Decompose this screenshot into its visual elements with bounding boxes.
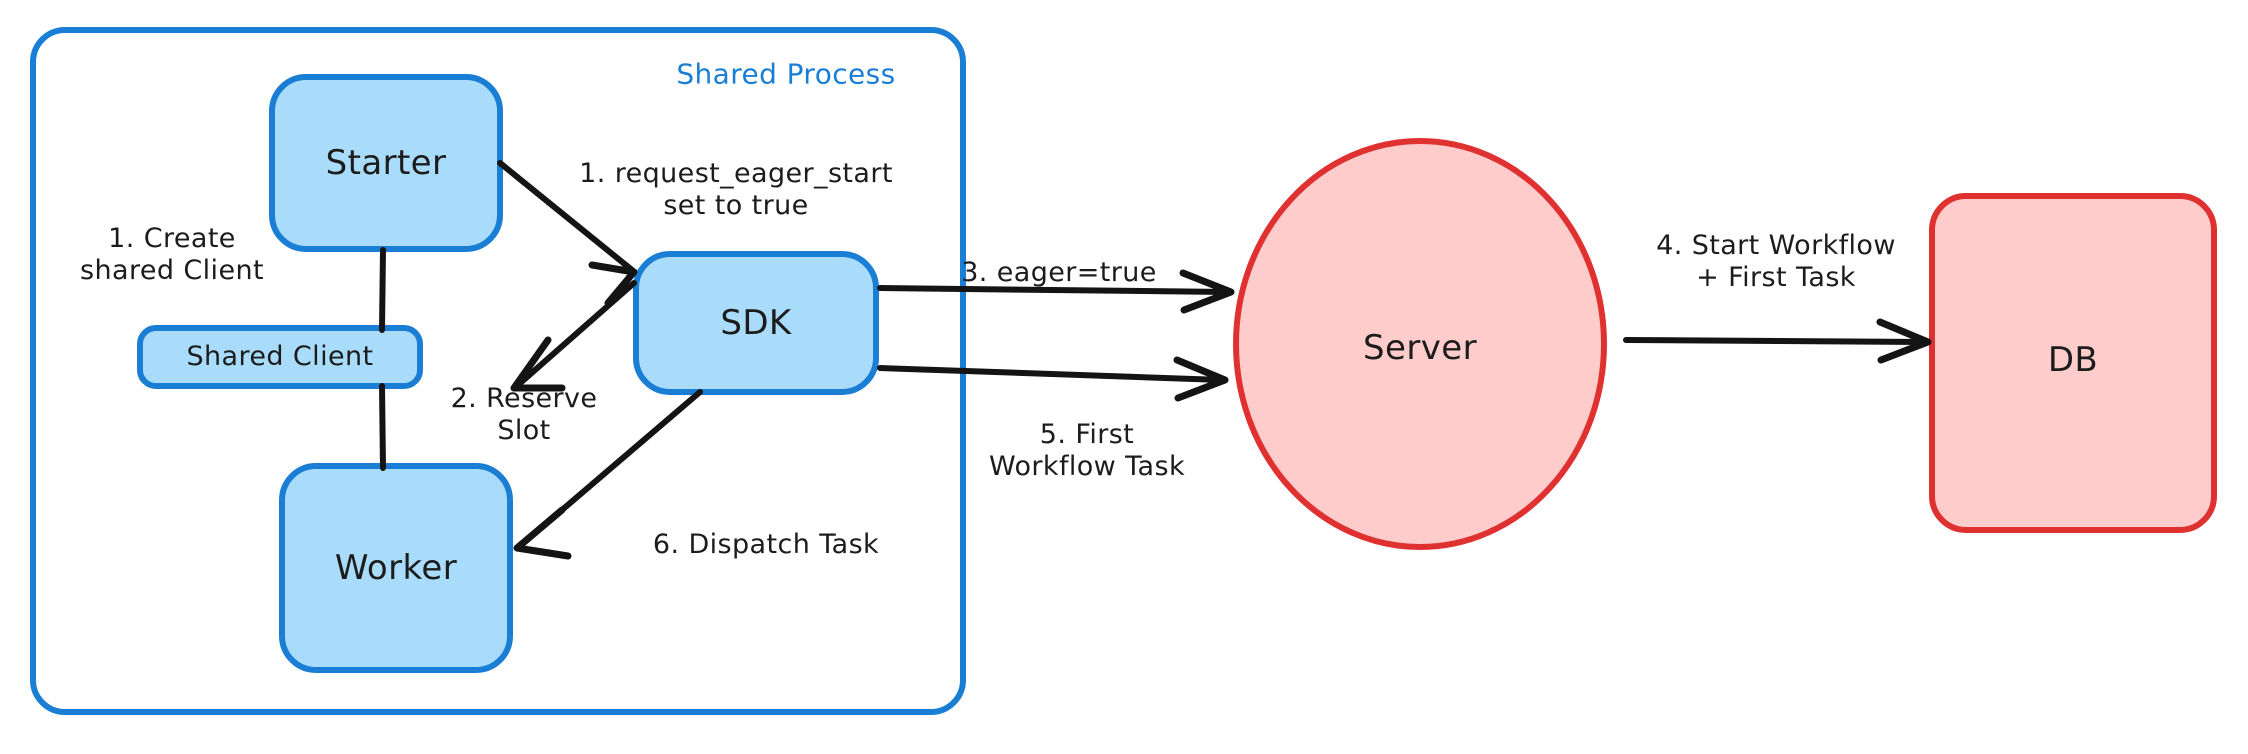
edge-label-create-shared-client: 1. Create shared Client	[80, 223, 264, 286]
edge-label-first-workflow-task: 5. First Workflow Task	[988, 419, 1186, 482]
edge-start-workflow-arrowhead	[1876, 318, 1932, 364]
edge-request-eager-start-arrowhead	[588, 261, 638, 307]
edge-label-dispatch-task: 6. Dispatch Task	[652, 529, 880, 561]
edge-dispatch-task-arrowhead	[513, 506, 572, 560]
edge-eager-true-line	[877, 285, 1231, 295]
node-server-label: Server	[1363, 327, 1477, 368]
node-worker-shape	[279, 463, 513, 673]
shared-process-label: Shared Process	[676, 57, 896, 91]
edge-reserve-slot-line	[515, 280, 637, 388]
node-shared-client-label: Shared Client	[186, 341, 374, 373]
edge-first-workflow-task-arrowhead	[1173, 356, 1229, 402]
edge-create-shared-client-line	[379, 247, 386, 333]
node-db-shape	[1929, 193, 2217, 533]
node-sdk-shape	[633, 251, 879, 395]
node-shared-client-shape	[137, 325, 423, 389]
edge-label-reserve-slot: 2. Reserve Slot	[450, 383, 598, 446]
node-starter-label: Starter	[325, 142, 447, 183]
edge-label-eager-true: 3. eager=true	[961, 257, 1157, 289]
edge-reserve-slot-arrowhead	[510, 336, 566, 392]
edge-shared-client-worker-line	[379, 383, 386, 471]
node-worker-label: Worker	[334, 547, 458, 588]
edge-first-workflow-task-line	[877, 365, 1225, 383]
edge-request-eager-start-line	[497, 160, 635, 273]
edge-label-start-workflow-first-task: 4. Start Workflow + First Task	[1656, 230, 1896, 293]
edge-start-workflow-line	[1623, 337, 1928, 345]
edge-label-request-eager-start: 1. request_eager_start set to true	[579, 158, 893, 221]
node-db-label: DB	[2047, 339, 2099, 380]
node-server-shape	[1233, 138, 1607, 550]
node-sdk-label: SDK	[720, 302, 792, 343]
edge-eager-true-arrowhead	[1179, 269, 1235, 314]
